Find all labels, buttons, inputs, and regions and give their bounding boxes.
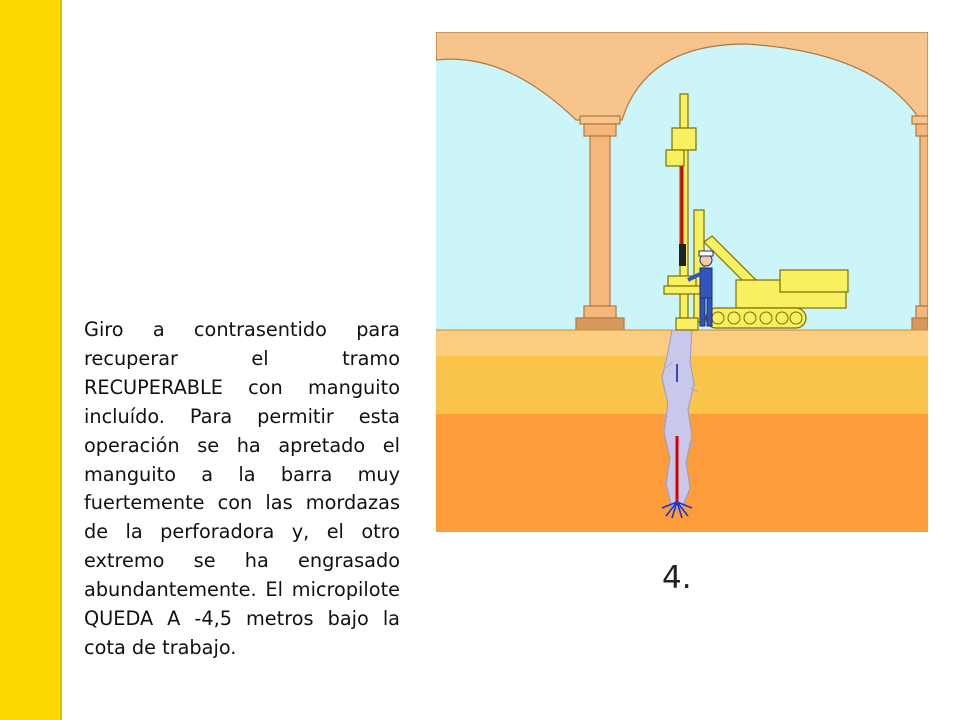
column-left (575, 115, 625, 331)
pile-tip (661, 501, 693, 519)
step-description: Giro a contrasentido para recuperar el t… (84, 318, 400, 659)
worker-figure (687, 250, 714, 327)
micropile-diagram (436, 32, 928, 532)
rod-coupling (679, 244, 686, 266)
step-number: 4. (662, 560, 692, 596)
borehole-cracks (661, 361, 699, 449)
arches (436, 32, 928, 121)
accent-side-bar (0, 0, 62, 720)
